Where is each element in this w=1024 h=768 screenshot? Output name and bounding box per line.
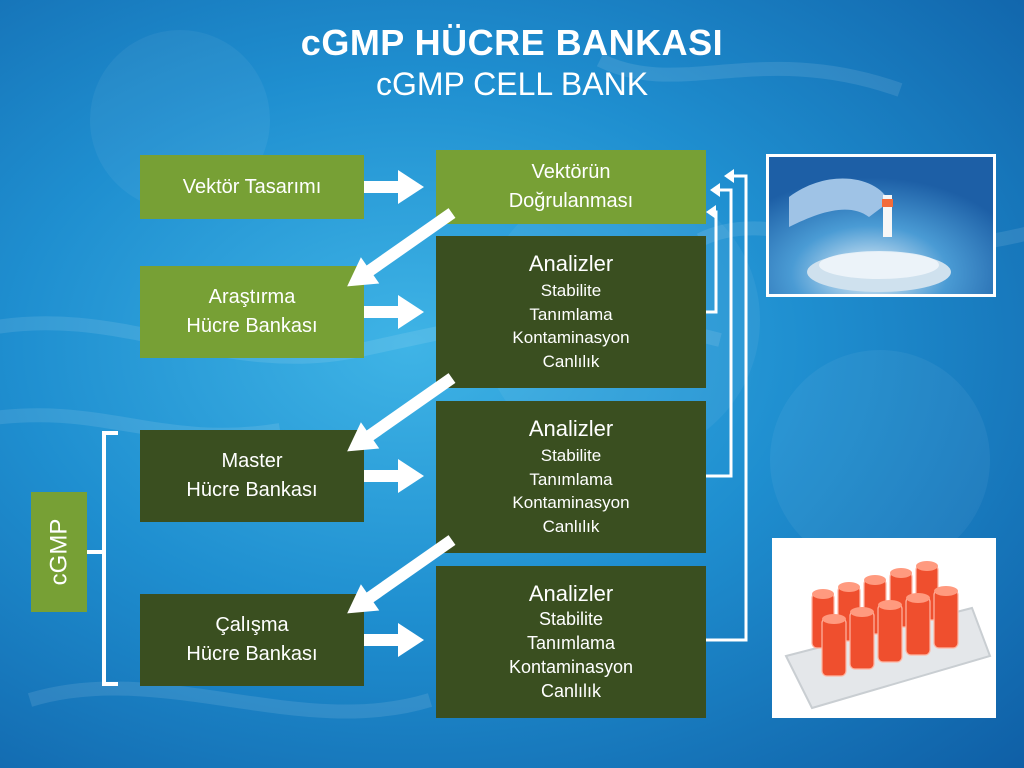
arrow-right-4	[364, 623, 424, 657]
analyses-box-2: Analizler Stabilite Tanımlama Kontaminas…	[436, 401, 706, 553]
research-bank-line-1: Araştırma	[208, 286, 296, 308]
arrow-right-3	[364, 459, 424, 493]
page-subtitle: cGMP CELL BANK	[375, 66, 649, 102]
analyses-item-identification: Tanımlama	[529, 304, 613, 324]
vector-verification-line-2: Doğrulanması	[508, 190, 634, 212]
cryovial-rack-image	[772, 538, 996, 718]
vector-verification-box: Vektörün Doğrulanması	[436, 150, 706, 224]
analyses-item-stability: Stabilite	[540, 280, 602, 300]
analyses-item-identification: Tanımlama	[526, 633, 616, 654]
analyses-item-stability: Stabilite	[540, 445, 602, 465]
analyses-heading: Analizler	[528, 251, 614, 277]
vector-design-box: Vektör Tasarımı	[140, 155, 364, 219]
feedback-arrowhead-2	[710, 183, 720, 197]
analyses-item-contamination: Kontaminasyon	[512, 493, 630, 513]
research-bank-line-2: Hücre Bankası	[186, 315, 318, 337]
analyses-item-identification: Tanımlama	[529, 469, 613, 489]
cryogenic-vial-image	[769, 157, 993, 294]
analyses-box-3: Analizler Stabilite Tanımlama Kontaminas…	[436, 566, 706, 718]
analyses-box-1: Analizler Stabilite Tanımlama Kontaminas…	[436, 236, 706, 388]
cgmp-label: cGMP	[45, 518, 73, 586]
master-cell-bank-box: Master Hücre Bankası	[140, 430, 364, 522]
feedback-arrowheads	[706, 169, 734, 219]
analyses-item-contamination: Kontaminasyon	[512, 328, 630, 348]
cryovial-rack-photo	[772, 538, 996, 718]
analyses-item-viability: Canlılık	[540, 681, 602, 702]
cryogenic-vial-photo	[766, 154, 996, 297]
cgmp-bracket	[87, 431, 118, 686]
right-arrows	[364, 170, 424, 657]
arrow-right-2	[364, 295, 424, 329]
analyses-item-viability: Canlılık	[542, 517, 600, 537]
feedback-arrowhead-3	[724, 169, 734, 183]
working-bank-line-1: Çalışma	[215, 614, 289, 636]
research-cell-bank-box: Araştırma Hücre Bankası	[140, 266, 364, 358]
analyses-heading: Analizler	[528, 416, 614, 442]
page-title: cGMP HÜCRE BANKASI	[300, 22, 724, 63]
arrow-right-1	[364, 170, 424, 204]
vector-verification-line-1: Vektörün	[531, 161, 611, 183]
master-bank-line-1: Master	[221, 450, 283, 472]
master-bank-line-2: Hücre Bankası	[186, 479, 318, 501]
analyses-item-viability: Canlılık	[542, 352, 600, 372]
feedback-lines	[706, 174, 748, 642]
analyses-item-stability: Stabilite	[538, 609, 604, 630]
feedback-line-2	[706, 188, 733, 478]
cgmp-label-box: cGMP	[31, 492, 87, 612]
feedback-arrowhead-1	[706, 205, 716, 219]
feedback-line-3	[706, 174, 748, 642]
working-cell-bank-box: Çalışma Hücre Bankası	[140, 594, 364, 686]
analyses-heading: Analizler	[528, 580, 614, 606]
feedback-line-1	[706, 210, 718, 314]
analyses-item-contamination: Kontaminasyon	[508, 657, 634, 678]
working-bank-line-2: Hücre Bankası	[186, 643, 318, 665]
vector-design-label: Vektör Tasarımı	[182, 175, 322, 198]
